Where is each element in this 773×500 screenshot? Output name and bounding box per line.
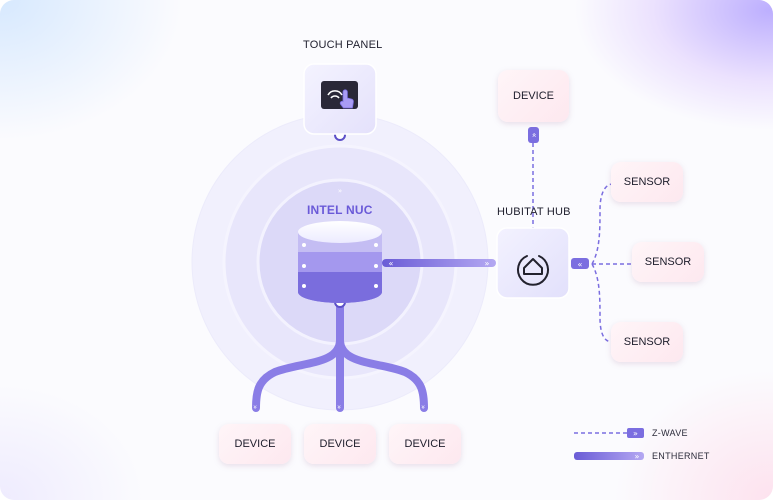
sensor-1[interactable]: SENSOR <box>611 162 683 202</box>
intel-nuc-label: INTEL NUC <box>307 203 373 217</box>
svg-text:»: » <box>251 405 259 409</box>
hubitat-hub-node <box>496 227 570 299</box>
svg-text:»: » <box>335 405 343 409</box>
svg-text:»: » <box>633 429 638 438</box>
home-circle-icon <box>517 255 549 286</box>
hubitat-hub-label: HUBITAT HUB <box>497 206 571 218</box>
svg-text:»: » <box>485 259 490 268</box>
svg-text:»: » <box>635 452 640 461</box>
svg-text:»: » <box>530 132 539 137</box>
touch-screen-icon <box>321 81 358 109</box>
legend-zwave-label: Z-WAVE <box>652 428 688 438</box>
touch-panel-node <box>303 63 377 135</box>
svg-text:»: » <box>338 187 342 195</box>
legend-zwave-swatch: » <box>574 428 644 438</box>
ethernet-link-panel-nuc: » <box>334 129 346 200</box>
device-bottom-1[interactable]: DEVICE <box>219 424 291 464</box>
database-stack-icon <box>298 221 382 303</box>
svg-text:«: « <box>578 260 583 269</box>
svg-text:»: » <box>419 405 427 409</box>
touch-panel-label: TOUCH PANEL <box>303 39 383 51</box>
ethernet-links-nuc-devices <box>252 301 428 412</box>
legend-ethernet-swatch: » <box>574 452 644 461</box>
zwave-link-hub-device: » <box>528 127 539 228</box>
zwave-links-hub-sensors <box>591 183 632 343</box>
sensor-2[interactable]: SENSOR <box>632 242 704 282</box>
device-bottom-2[interactable]: DEVICE <box>304 424 376 464</box>
device-top[interactable]: DEVICE <box>498 70 569 122</box>
device-bottom-3[interactable]: DEVICE <box>389 424 461 464</box>
svg-text:«: « <box>389 259 394 268</box>
sensor-3[interactable]: SENSOR <box>611 322 683 362</box>
zwave-hub-connector: « <box>571 258 589 269</box>
ethernet-link-nuc-hub: « » <box>382 259 496 268</box>
legend-ethernet-label: ENTHERNET <box>652 451 710 461</box>
